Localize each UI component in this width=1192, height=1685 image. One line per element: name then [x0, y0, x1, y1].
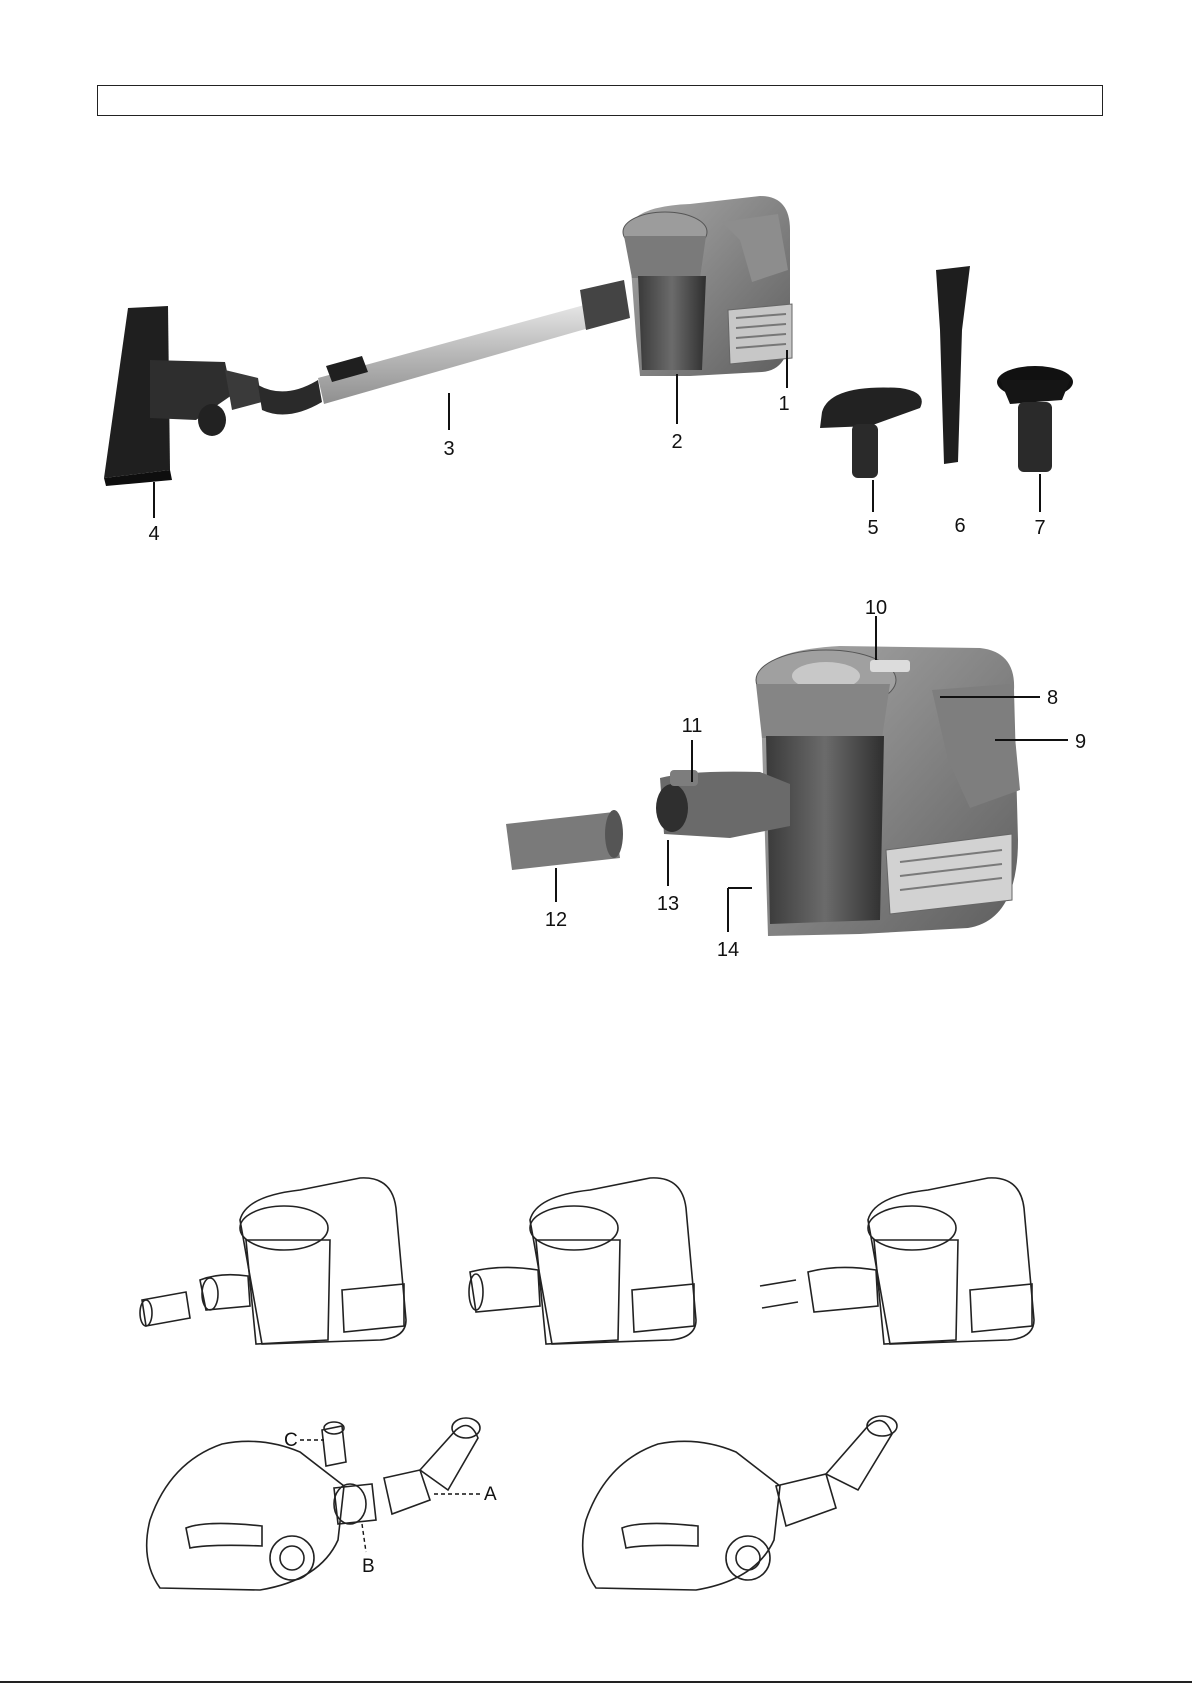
footer-rule [0, 1681, 1192, 1683]
callout-9: 9 [1075, 731, 1086, 753]
upholstery-nozzle-illustration [820, 388, 922, 479]
crevice-tool-illustration [936, 266, 970, 464]
label-b: B [362, 1556, 375, 1577]
top-leader-lines [154, 350, 1040, 518]
callout-1: 1 [778, 393, 789, 415]
joint-exploded-drawing [147, 1418, 480, 1590]
callout-3: 3 [443, 438, 454, 460]
callout-12: 12 [545, 909, 567, 931]
assembly-step-3-drawing [760, 1178, 1034, 1344]
callout-10: 10 [865, 597, 887, 619]
callout-6: 6 [954, 515, 965, 537]
adapter-illustration [506, 810, 623, 870]
assembly-step-2-drawing [469, 1178, 696, 1344]
hose-joint-illustration [258, 380, 322, 415]
assembly-step-1-drawing [140, 1178, 406, 1344]
callout-8: 8 [1047, 687, 1058, 709]
callout-13: 13 [657, 893, 679, 915]
dusting-brush-illustration [997, 366, 1073, 472]
callout-4: 4 [148, 523, 159, 545]
callout-2: 2 [671, 431, 682, 453]
callout-7: 7 [1034, 517, 1045, 539]
handheld-unit-illustration [623, 196, 792, 376]
joint-assembled-drawing [583, 1416, 897, 1590]
callout-14: 14 [717, 939, 739, 961]
label-a: A [484, 1484, 497, 1505]
floor-brush-illustration [104, 306, 262, 486]
label-c: C [284, 1430, 298, 1451]
callout-11: 11 [682, 715, 703, 737]
joint-leader-lines [300, 1440, 480, 1552]
extension-tube-illustration [318, 280, 630, 404]
handheld-detail-illustration [656, 646, 1020, 936]
callout-5: 5 [867, 517, 878, 539]
